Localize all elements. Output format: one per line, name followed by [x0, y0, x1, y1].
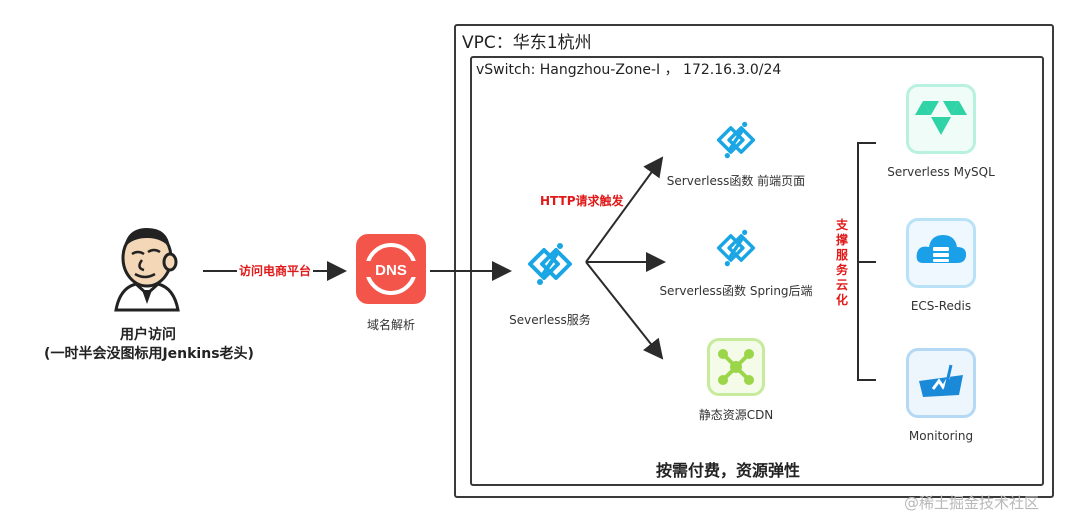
function-backend-node [710, 222, 762, 278]
dns-icon-text: DNS [375, 262, 407, 279]
cdn-tile [707, 338, 765, 396]
dns-label: 域名解析 [366, 318, 415, 332]
footer-text: 按需付费，资源弹性 [656, 461, 801, 480]
http-trigger-label: HTTP请求触发 [540, 194, 624, 208]
monitoring-label: Monitoring [908, 429, 974, 443]
user-note: (一时半会没图标用Jenkins老头) [44, 346, 254, 362]
user-label: 用户访问 [120, 327, 176, 343]
function-backend-label: Serverless函数 Spring后端 [659, 284, 813, 298]
jenkins-icon [102, 218, 194, 312]
redis-cloud-icon [916, 235, 967, 263]
function-frontend-label: Serverless函数 前端页面 [666, 174, 806, 188]
serverless-function-icon [716, 121, 756, 159]
function-frontend-node [710, 114, 762, 170]
user-avatar [102, 218, 194, 314]
redis-tile [906, 218, 976, 288]
monitoring-tile [906, 348, 976, 418]
serverless-function-icon [716, 229, 756, 267]
serverless-icon [528, 243, 572, 285]
dns-tile: DNS [356, 234, 426, 304]
serverless-service-node [520, 234, 580, 298]
serverless-service-label: Severless服务 [509, 313, 591, 327]
support-label: 支撑服务云化 [835, 218, 848, 307]
service-to-cdn-arrow [585, 261, 664, 360]
dns-icon: DNS [365, 243, 417, 295]
mysql-label: Serverless MySQL [887, 165, 995, 179]
monitoring-icon [919, 364, 963, 397]
watermark: @稀土掘金技术社区 [904, 494, 1040, 512]
visit-edge-label: 访问电商平台 [237, 262, 314, 279]
service-to-frontend-arrow [585, 156, 664, 263]
mysql-icon [915, 101, 967, 135]
mysql-tile [906, 84, 976, 154]
vswitch-title: vSwitch: Hangzhou-Zone-I ， 172.16.3.0/24 [476, 62, 782, 78]
vpc-title: VPC：华东1杭州 [462, 33, 592, 53]
vpc-container [454, 24, 1054, 498]
redis-label: ECS-Redis [910, 299, 972, 313]
cdn-label: 静态资源CDN [698, 408, 774, 422]
cdn-icon [718, 349, 754, 385]
